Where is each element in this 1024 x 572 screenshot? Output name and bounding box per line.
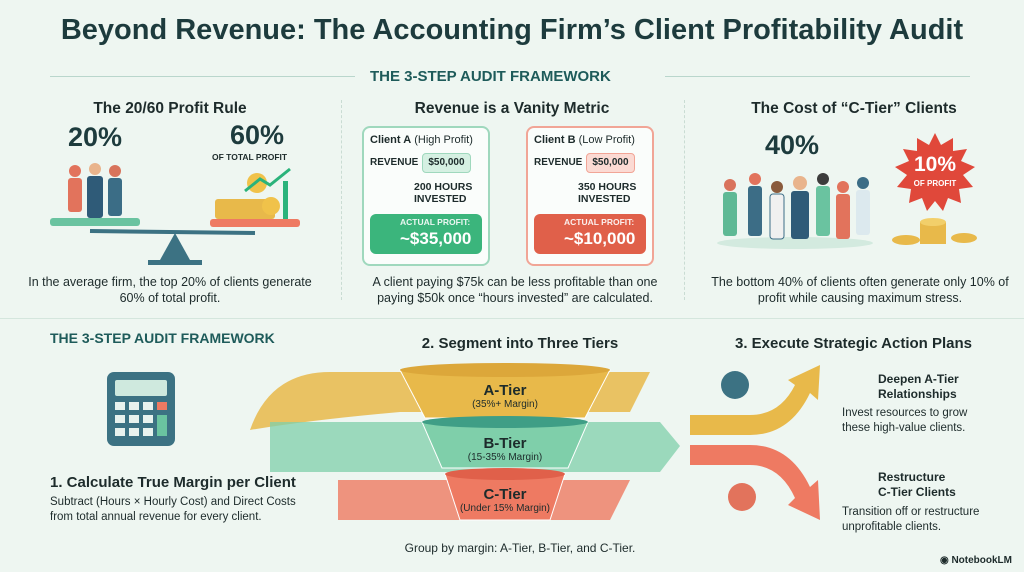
- divider: [50, 76, 355, 77]
- client-a-tag: (High Profit): [414, 134, 473, 146]
- deepen-a-tier-desc: Invest resources to grow these high-valu…: [842, 407, 968, 434]
- tier-b-label: B-Tier(15-35% Margin): [430, 435, 580, 464]
- ctier-caption: The bottom 40% of clients often generate…: [711, 275, 1009, 305]
- client-b-hours-label: INVESTED: [578, 193, 631, 205]
- handshake-icon: [728, 483, 756, 511]
- step1-desc: Subtract (Hours × Hourly Cost) and Direc…: [50, 496, 296, 523]
- brand-logo: ◉ NotebookLM: [939, 555, 1012, 566]
- coins-icon: [892, 218, 977, 245]
- rule-right-pct: 60%: [230, 120, 285, 150]
- vanity-heading: Revenue is a Vanity Metric: [414, 100, 610, 117]
- client-a-hours: 200 HOURS: [414, 181, 473, 193]
- split-arrows: [690, 365, 820, 520]
- tier-c-name: C-Tier: [483, 486, 527, 503]
- tier-c-margin: (Under 15% Margin): [459, 503, 551, 514]
- client-a-hours-label: INVESTED: [414, 193, 467, 205]
- tier-b-margin: (15-35% Margin): [467, 452, 543, 463]
- vanity-caption: A client paying $75k can be less profita…: [372, 275, 658, 305]
- divider: [0, 318, 1024, 319]
- tier-funnel: [250, 363, 680, 521]
- client-b-card: Client B (Low Profit) REVENUE$50,000 350…: [526, 126, 654, 266]
- c-title-line2: C-Tier Clients: [878, 485, 956, 499]
- profit-label: ACTUAL PROFIT:: [400, 217, 471, 227]
- section-heading-bottom: THE 3-STEP AUDIT FRAMEWORK: [50, 330, 275, 346]
- client-a-name: Client A: [370, 134, 412, 146]
- stressed-clients-illustration: [717, 173, 873, 249]
- arrow-down: [690, 445, 820, 520]
- handshake-icon: [721, 371, 749, 399]
- ctier-pct: 40%: [765, 130, 820, 160]
- brand-name: NotebookLM: [951, 555, 1012, 566]
- badge-label: OF PROFIT: [913, 179, 957, 188]
- client-b-tag: (Low Profit): [578, 134, 635, 146]
- divider: [684, 100, 685, 300]
- c-title-line1: Restructure: [878, 470, 946, 484]
- client-a-revenue: $50,000: [422, 153, 471, 173]
- client-a-profit: ~$35,000: [400, 229, 472, 248]
- step3-title: 3. Execute Strategic Action Plans: [735, 335, 973, 352]
- restructure-c-tier-desc: Transition off or restructure unprofitab…: [842, 506, 980, 533]
- page-title: Beyond Revenue: The Accounting Firm’s Cl…: [60, 14, 964, 46]
- arrow-up: [690, 365, 820, 435]
- tier-a-name: A-Tier: [483, 382, 527, 399]
- calculator-icon: [107, 372, 175, 446]
- client-a-card: Client A (High Profit) REVENUE$50,000 20…: [362, 126, 490, 266]
- rule-right-label: OF TOTAL PROFIT: [212, 152, 288, 162]
- divider: [341, 100, 342, 300]
- client-b-hours: 350 HOURS: [578, 181, 637, 193]
- step2-title: 2. Segment into Three Tiers: [421, 335, 619, 352]
- step1-title: 1. Calculate True Margin per Client: [50, 474, 296, 491]
- tier-b-name: B-Tier: [483, 435, 527, 452]
- a-title-line1: Deepen A-Tier: [878, 372, 959, 386]
- ctier-heading: The Cost of “C-Tier” Clients: [751, 100, 957, 117]
- a-title-line2: Relationships: [878, 387, 957, 401]
- client-b-name: Client B: [534, 134, 576, 146]
- client-b-revenue: $50,000: [586, 153, 635, 173]
- revenue-label: REVENUE: [534, 157, 583, 168]
- coins-icon: [215, 167, 291, 219]
- rule-caption: In the average firm, the top 20% of clie…: [28, 275, 312, 305]
- badge-pct: 10%: [913, 153, 957, 176]
- tier-c-label: C-Tier(Under 15% Margin): [430, 486, 580, 515]
- rule-heading: The 20/60 Profit Rule: [93, 100, 247, 117]
- tier-a-margin: (35%+ Margin): [472, 399, 538, 410]
- divider: [665, 76, 970, 77]
- tier-a-label: A-Tier(35%+ Margin): [430, 382, 580, 411]
- step2-caption: Group by margin: A-Tier, B-Tier, and C-T…: [404, 541, 636, 555]
- balance-scale-illustration: [50, 163, 300, 265]
- revenue-label: REVENUE: [370, 157, 419, 168]
- client-b-profit: ~$10,000: [564, 229, 636, 248]
- starburst-badge: [895, 133, 975, 211]
- section-heading: THE 3-STEP AUDIT FRAMEWORK: [370, 68, 611, 85]
- profit-label: ACTUAL PROFIT:: [564, 217, 635, 227]
- people-icon: [68, 163, 122, 218]
- rule-left-pct: 20%: [68, 122, 123, 152]
